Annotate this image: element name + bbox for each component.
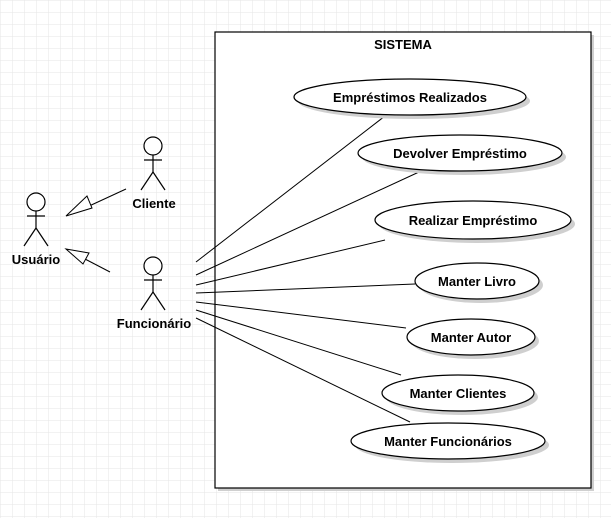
use-case-label: Realizar Empréstimo <box>409 213 538 228</box>
association-devolver-emprestimo <box>195 171 420 276</box>
use-case-manter-clientes[interactable]: Manter Clientes <box>381 374 538 415</box>
use-case-label: Manter Autor <box>431 330 511 345</box>
actor-funcionario[interactable] <box>140 256 166 311</box>
use-case-realizar-emprestimo[interactable]: Realizar Empréstimo <box>374 200 575 243</box>
use-case-label: Manter Livro <box>438 274 516 289</box>
association-manter-clientes <box>195 309 402 376</box>
association-manter-autor <box>195 301 407 329</box>
associations <box>195 115 420 423</box>
generalization-cliente-usuario <box>65 188 127 217</box>
use-case-label: Devolver Empréstimo <box>393 146 527 161</box>
actor-head-icon <box>143 136 163 156</box>
use-case-devolver-emprestimo[interactable]: Devolver Empréstimo <box>357 134 566 175</box>
association-manter-funcionarios <box>195 317 411 423</box>
use-case-manter-livro[interactable]: Manter Livro <box>414 262 543 303</box>
actor-usuario[interactable] <box>23 192 49 247</box>
use-case-label: Empréstimos Realizados <box>333 90 487 105</box>
actor-head-icon <box>26 192 46 212</box>
system-title: SISTEMA <box>374 37 432 52</box>
actor-head-icon <box>143 256 163 276</box>
generalization-funcionario-usuario <box>64 248 111 273</box>
association-manter-livro <box>195 283 416 294</box>
actor-cliente[interactable] <box>140 136 166 191</box>
association-emprestimos-realizados <box>195 115 386 263</box>
use-case-emprestimos-realizados[interactable]: Empréstimos Realizados <box>293 78 530 119</box>
actor-label-funcionario: Funcionário <box>117 316 191 331</box>
use-case-label: Manter Funcionários <box>384 434 512 449</box>
actor-label-usuario: Usuário <box>12 252 60 267</box>
actor-label-cliente: Cliente <box>132 196 175 211</box>
use-case-manter-funcionarios[interactable]: Manter Funcionários <box>350 422 549 463</box>
use-case-manter-autor[interactable]: Manter Autor <box>406 318 539 359</box>
use-case-label: Manter Clientes <box>410 386 507 401</box>
association-realizar-emprestimo <box>195 239 386 286</box>
